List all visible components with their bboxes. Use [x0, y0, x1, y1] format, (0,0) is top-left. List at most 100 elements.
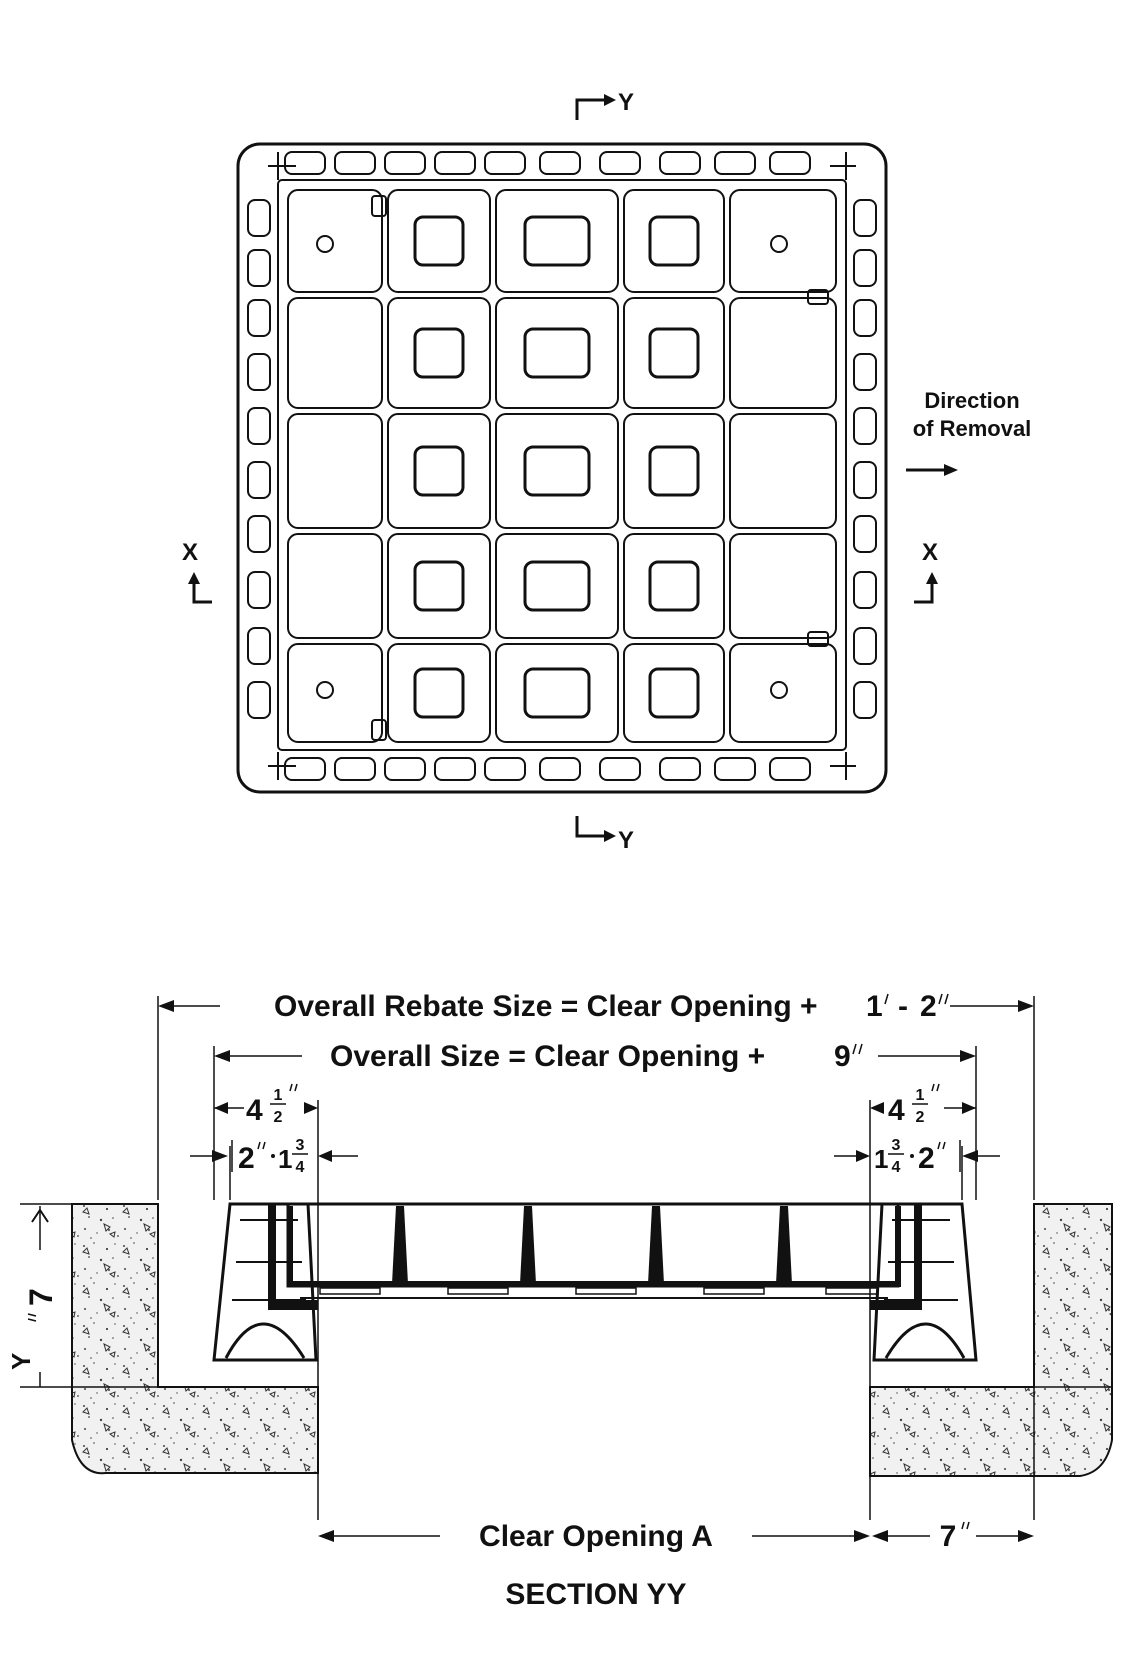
cover-ribs — [319, 1206, 879, 1295]
panel-opening — [523, 215, 591, 267]
rim-slot — [853, 571, 877, 609]
overall-size-inches: 9 — [834, 1040, 851, 1073]
dim-rebate-step: 7 — [872, 1520, 1034, 1553]
left-width-den: 2 — [274, 1109, 283, 1126]
panel-opening — [648, 445, 700, 497]
lifting-hole — [770, 235, 788, 253]
grid-panel — [387, 297, 491, 409]
panel-opening — [648, 560, 700, 612]
left-b-den: 4 — [296, 1159, 305, 1176]
direction-arrow — [906, 464, 958, 476]
grid-panel — [287, 189, 383, 293]
frame-right — [870, 1202, 978, 1362]
rim-slot — [659, 151, 701, 175]
cover-outline-outer — [236, 142, 888, 794]
rim-slot — [247, 199, 271, 237]
concrete-left — [71, 1203, 319, 1475]
rim-slot — [599, 151, 641, 175]
section-marker-bottom: Y — [575, 816, 634, 854]
right-a-whole: 1 — [874, 1144, 888, 1174]
panel-opening — [413, 327, 465, 379]
rim-slot — [853, 199, 877, 237]
cover-section — [286, 1202, 901, 1299]
rim-slot — [599, 757, 641, 781]
panel-opening — [648, 667, 700, 719]
left-width-num: 1 — [274, 1087, 283, 1104]
left-b-whole: 1 — [278, 1144, 292, 1174]
panel-opening — [413, 215, 465, 267]
cover-underside-slot — [703, 1287, 765, 1295]
grid-panel — [729, 533, 837, 639]
concrete-right — [869, 1203, 1113, 1477]
grid-panel — [495, 297, 619, 409]
left-a-value: 2 — [238, 1142, 255, 1175]
side-marker-label: X — [922, 539, 938, 566]
rim-slot — [853, 681, 877, 719]
section-title: SECTION YY — [505, 1578, 686, 1611]
dim-left-width: 4 1 2 — [214, 1083, 318, 1127]
side-marker-left: X — [182, 539, 212, 604]
right-width-den: 2 — [916, 1109, 925, 1126]
rebate-step-value: 7 — [940, 1520, 957, 1553]
rim-slot — [539, 757, 581, 781]
section-marker-label: Y — [618, 89, 634, 116]
grid-panel — [729, 297, 837, 409]
rim-slot — [247, 627, 271, 665]
rim-slot — [247, 299, 271, 337]
key-slot — [807, 289, 829, 305]
grid-panel — [495, 643, 619, 743]
left-b-num: 3 — [296, 1137, 305, 1154]
rim-slot — [853, 249, 877, 287]
section-marker-top: Y — [575, 89, 634, 120]
section-view: Overall Rebate Size = Clear Opening + 1 … — [6, 990, 1113, 1611]
rim-slot — [434, 151, 476, 175]
dim-right-width: 4 1 2 — [870, 1083, 976, 1127]
rim-slot — [247, 461, 271, 499]
clear-opening-label: Clear Opening A — [479, 1520, 713, 1553]
panel-opening — [413, 560, 465, 612]
panel-opening — [413, 445, 465, 497]
cover-rib — [776, 1206, 792, 1284]
grid-panel — [287, 297, 383, 409]
overall-rebate-feet: 1 — [866, 990, 883, 1023]
rim-slot — [384, 151, 426, 175]
frame-left — [212, 1202, 318, 1362]
panel-opening — [648, 327, 700, 379]
cover-underside-slot — [447, 1287, 509, 1295]
key-slot — [371, 719, 387, 741]
rim-slot — [247, 249, 271, 287]
panel-opening — [413, 667, 465, 719]
rim-slot — [247, 407, 271, 445]
direction-label-line2: of Removal — [913, 416, 1032, 441]
rim-slot — [659, 757, 701, 781]
direction-label-line1: Direction — [924, 388, 1019, 413]
rim-slot — [853, 461, 877, 499]
overall-rebate-dash: - — [898, 990, 908, 1023]
grid-panel — [623, 533, 725, 639]
rim-slot — [247, 681, 271, 719]
rim-slot — [769, 757, 811, 781]
side-marker-label: X — [182, 539, 198, 566]
panel-opening — [523, 667, 591, 719]
key-slot — [807, 631, 829, 647]
grid-panel — [495, 189, 619, 293]
grid-panel — [387, 533, 491, 639]
rim-slot — [334, 151, 376, 175]
depth-marker: Y — [6, 1353, 36, 1370]
cover-rib — [392, 1206, 408, 1284]
rim-slot — [769, 151, 811, 175]
grid-panel — [287, 643, 383, 743]
grid-panel — [623, 189, 725, 293]
rim-slot — [539, 151, 581, 175]
grid-panel — [623, 297, 725, 409]
overall-rebate-text: Overall Rebate Size = Clear Opening + — [274, 990, 818, 1023]
rim-slot — [853, 627, 877, 665]
rim-slot — [714, 757, 756, 781]
cover-underside-slot — [575, 1287, 637, 1295]
plan-view: Y Y X X Direction of Removal — [182, 89, 1031, 854]
panel-opening — [648, 215, 700, 267]
grid-panel — [495, 413, 619, 529]
dim-right-detail: 1 3 4 2 — [834, 1137, 1000, 1176]
cover-underside-slot — [825, 1287, 879, 1295]
